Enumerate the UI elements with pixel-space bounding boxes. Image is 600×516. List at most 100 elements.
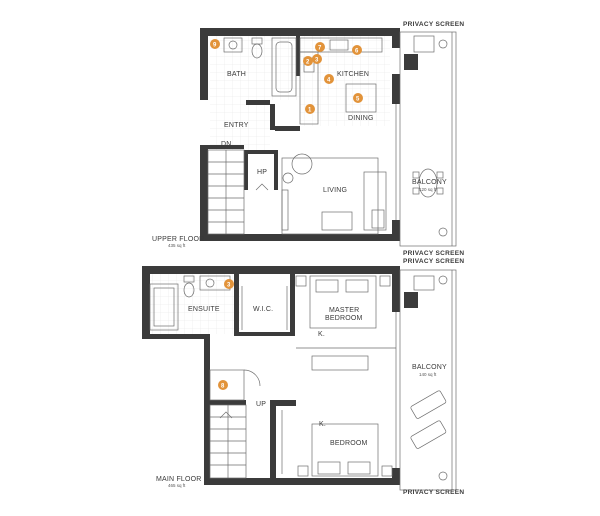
upper-stairs <box>207 149 245 235</box>
main-wall-left <box>204 334 210 484</box>
badge-3-main: 3 <box>224 279 234 289</box>
bedroom-k-label: K. <box>319 421 326 428</box>
door-swing <box>243 369 261 387</box>
upper-floor-label: UPPER FLOOR <box>152 236 204 243</box>
master-dresser <box>311 355 369 371</box>
room-entry: ENTRY <box>224 122 249 129</box>
upper-wall-right-a <box>392 28 400 48</box>
hp-wall-right <box>274 150 278 190</box>
kitchen-counter-side <box>299 51 319 125</box>
svg-text:8: 8 <box>221 384 225 390</box>
shower <box>149 283 179 331</box>
media-console <box>281 189 289 231</box>
plant-icon <box>438 471 448 481</box>
main-privacy-top: PRIVACY SCREEN <box>403 258 464 265</box>
main-wall-bottom <box>204 478 400 485</box>
plant-icon <box>438 227 448 237</box>
ensuite-wall <box>234 274 239 336</box>
svg-text:1: 1 <box>308 108 312 114</box>
main-floor-area: 465 sq ft <box>168 483 186 488</box>
upper-wall-right-b <box>392 74 400 104</box>
badge-8: 8 <box>218 380 228 390</box>
upper-privacy-bottom: PRIVACY SCREEN <box>403 250 464 257</box>
main-wall-top <box>142 266 400 274</box>
upper-balcony-label: BALCONY <box>412 179 447 186</box>
room-hp: HP <box>257 169 267 176</box>
main-floor: PRIVACY SCREEN PRIVACY SCREEN ENSUITE W.… <box>142 258 464 496</box>
sofa-cushion <box>371 209 385 229</box>
upper-wall-right-c <box>392 220 400 241</box>
svg-text:9: 9 <box>213 43 217 49</box>
upper-wall-bottom <box>200 234 400 241</box>
stair-wall-top-main <box>210 400 246 405</box>
master-k-label: K. <box>318 331 325 338</box>
badge-3: 3 <box>312 54 322 64</box>
main-balcony <box>399 269 457 491</box>
badge-5: 5 <box>353 93 363 103</box>
main-floor-label: MAIN FLOOR <box>156 476 202 483</box>
badge-9: 9 <box>210 39 220 49</box>
room-ensuite: ENSUITE <box>188 306 220 313</box>
upper-wall-left-bottom <box>200 145 208 241</box>
toilet-bowl <box>251 43 263 59</box>
side-table <box>282 172 294 184</box>
upper-balcony <box>399 31 457 247</box>
closet-wall-bottom <box>275 126 300 131</box>
entry-wall <box>246 100 270 105</box>
balcony-table <box>418 168 438 198</box>
main-wall-left-top <box>142 266 150 338</box>
bedroom-nightstand <box>297 465 309 477</box>
main-wall-right-a <box>392 266 400 312</box>
badge-1: 1 <box>305 104 315 114</box>
master-nightstand <box>295 275 307 287</box>
laundry <box>209 369 245 401</box>
bedroom-bed <box>311 423 379 477</box>
room-bedroom: BEDROOM <box>330 440 368 447</box>
badge-7: 7 <box>315 42 325 52</box>
room-kitchen: KITCHEN <box>337 71 369 78</box>
stair-up-arrow-icon <box>255 183 269 191</box>
living-rug <box>281 157 379 235</box>
svg-text:2: 2 <box>306 60 310 66</box>
bathtub <box>271 37 297 97</box>
bath-wall <box>296 36 300 76</box>
lounger-2 <box>410 420 447 449</box>
ensuite-toilet-tank <box>183 275 195 283</box>
svg-text:3: 3 <box>315 58 319 64</box>
badge-6: 6 <box>352 45 362 55</box>
upper-column <box>404 54 418 70</box>
upper-floor-area: 435 sq ft <box>168 243 186 248</box>
wic-wall <box>290 274 295 336</box>
upper-floor: PRIVACY SCREEN PRIVACY SCREEN BATH KITCH… <box>152 21 464 257</box>
svg-text:7: 7 <box>318 46 322 52</box>
svg-text:6: 6 <box>355 49 359 55</box>
master-bed <box>309 275 377 329</box>
upper-wall-left-top <box>200 28 208 100</box>
main-wall-right-b <box>392 468 400 485</box>
kitchen-sink <box>329 39 349 51</box>
balcony-bench <box>413 275 435 291</box>
closet-wall-left <box>270 104 275 130</box>
room-master: MASTER <box>329 307 359 314</box>
stair-up: UP <box>256 401 266 408</box>
bath-sink-bowl <box>228 40 238 50</box>
upper-wall-top <box>200 28 400 36</box>
room-wic: W.I.C. <box>253 306 273 313</box>
bedroom-wall-top <box>270 400 296 406</box>
stair-wall-top <box>200 145 244 149</box>
dining-table <box>345 83 377 113</box>
badge-2: 2 <box>303 56 313 66</box>
room-dining: DINING <box>348 115 374 122</box>
main-privacy-bottom: PRIVACY SCREEN <box>403 489 464 496</box>
ensuite-sink <box>205 278 215 288</box>
kitchen-tile-floor <box>300 36 390 126</box>
main-stairs <box>209 404 247 479</box>
kitchen-counter-top <box>299 37 383 53</box>
svg-text:5: 5 <box>356 97 360 103</box>
hp-wall-left <box>244 150 248 190</box>
badge-4: 4 <box>324 74 334 84</box>
entry-tile-floor <box>210 100 270 150</box>
main-balcony-area: 140 sq ft <box>419 372 437 377</box>
main-balcony-label: BALCONY <box>412 364 447 371</box>
